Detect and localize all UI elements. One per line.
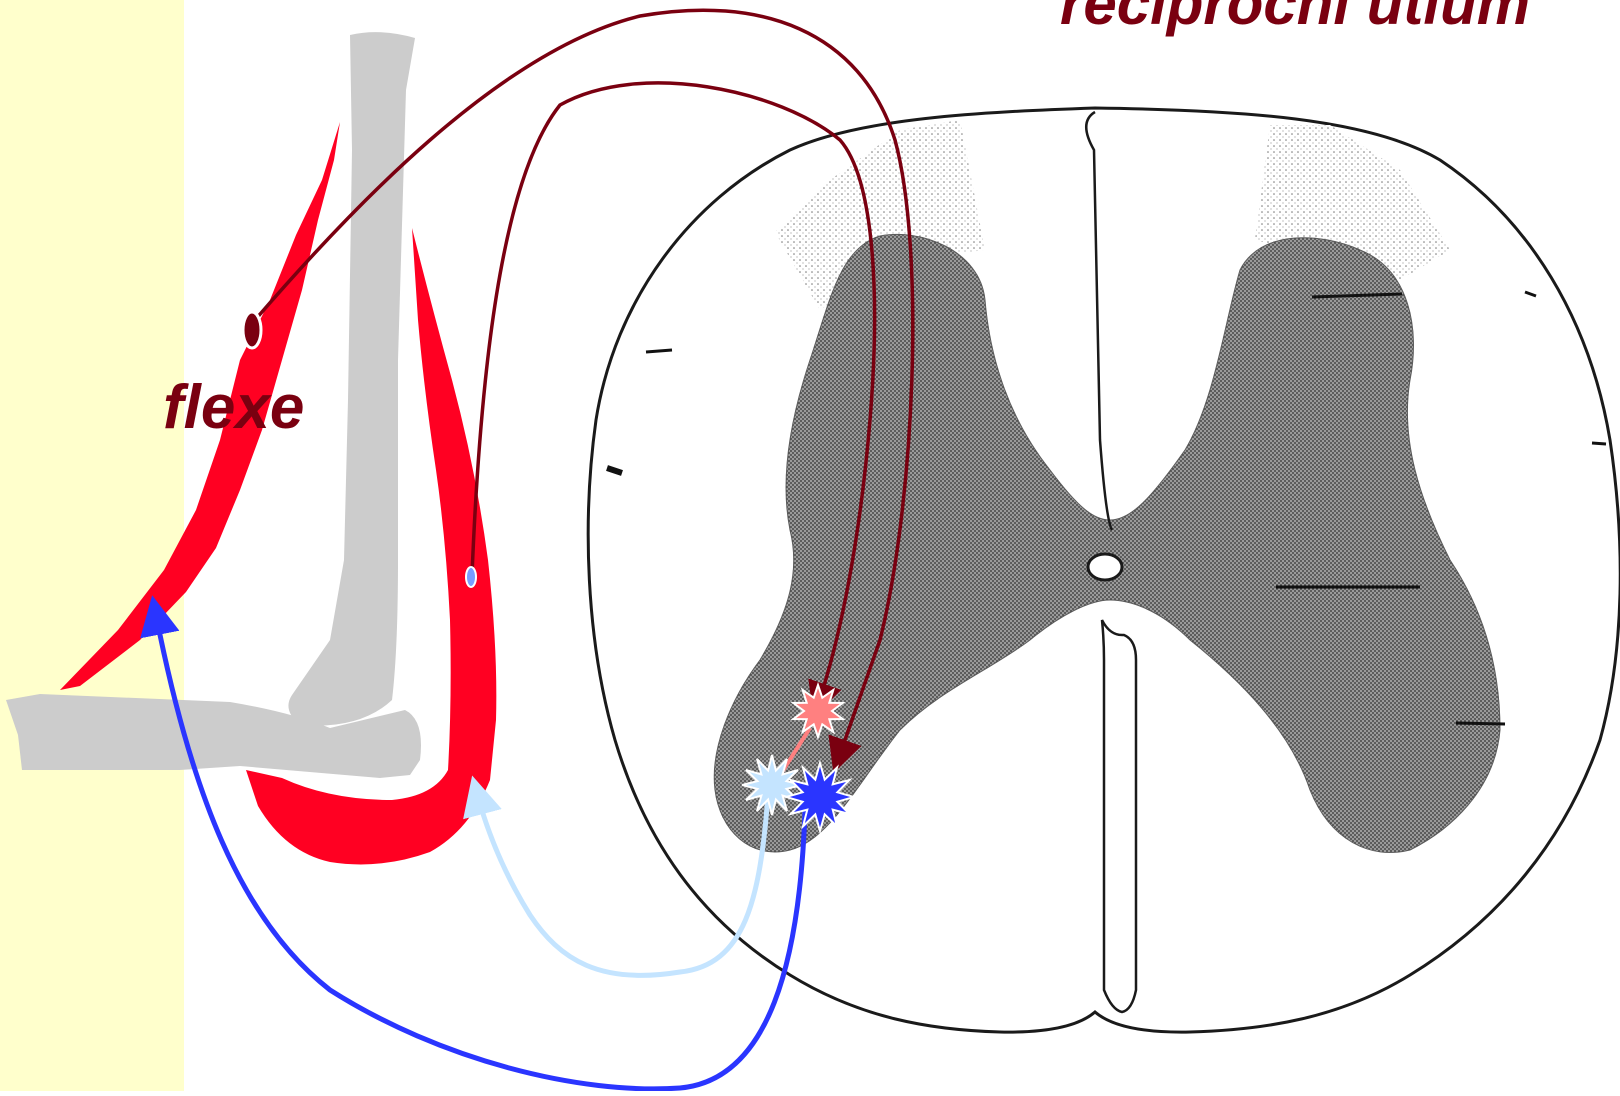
sidebar-panel <box>0 0 184 1091</box>
muscle-label: flexe <box>163 373 304 442</box>
ventral-median-fissure <box>1102 620 1136 1012</box>
receptor-flexor <box>243 312 261 348</box>
humerus-bone <box>288 32 415 726</box>
receptor-extensor <box>466 567 476 587</box>
central-canal <box>1088 554 1122 580</box>
page-title: reciprocní útlum <box>1060 0 1530 37</box>
